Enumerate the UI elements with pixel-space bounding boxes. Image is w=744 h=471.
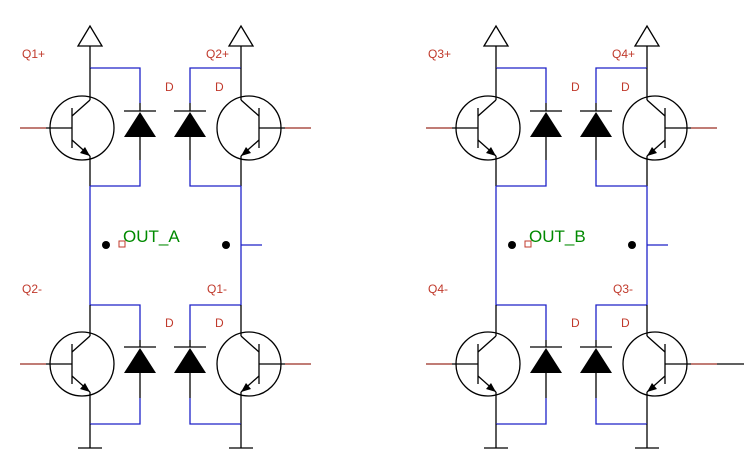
diode-label: D	[215, 316, 224, 330]
power-supply-arrow-icon	[633, 24, 661, 47]
diode-icon	[174, 103, 206, 160]
transistor-label: Q4+	[612, 47, 635, 61]
diode-icon	[124, 103, 156, 160]
diode-icon	[174, 340, 206, 398]
power-supply-arrow-icon	[76, 24, 104, 47]
ground-icon	[78, 424, 102, 449]
diode-icon	[530, 103, 562, 160]
npn-transistor-icon	[20, 305, 115, 424]
diode-icon	[580, 103, 612, 160]
transistor-label: Q3+	[428, 47, 451, 61]
npn-transistor-icon	[216, 68, 311, 186]
ground-icon	[484, 424, 508, 449]
diode-icon	[530, 340, 562, 398]
power-supply-arrow-icon	[482, 24, 510, 47]
junction-dot-icon	[628, 241, 636, 249]
junction-dot-icon	[508, 241, 516, 249]
diode-label: D	[571, 316, 580, 330]
npn-transistor-icon	[426, 68, 521, 186]
transistor-label: Q4-	[428, 282, 448, 296]
npn-transistor-icon	[622, 305, 744, 424]
transistor-label: Q2+	[206, 47, 229, 61]
diode-label: D	[165, 316, 174, 330]
diode-label: D	[571, 80, 580, 94]
bridge-a: Q1+ Q2+ Q2- Q1- D D D D OUT_A	[20, 24, 311, 449]
power-supply-arrow-icon	[227, 24, 255, 47]
junction-dot-icon	[102, 241, 110, 249]
transistor-label: Q1+	[22, 47, 45, 61]
npn-transistor-icon	[622, 68, 717, 186]
junction-dot-icon	[222, 241, 230, 249]
ground-icon	[229, 424, 253, 449]
net-label-out-b: OUT_B	[529, 227, 586, 246]
bridge-b: Q3+ Q4+ Q4- Q3- D D D D OUT_B	[426, 24, 744, 449]
transistor-label: Q1-	[207, 282, 227, 296]
ground-icon	[635, 424, 659, 449]
diode-icon	[580, 340, 612, 398]
npn-transistor-icon	[20, 68, 115, 186]
diode-label: D	[621, 316, 630, 330]
net-label-out-a: OUT_A	[123, 227, 180, 246]
diode-label: D	[621, 80, 630, 94]
diode-icon	[124, 340, 156, 398]
transistor-label: Q3-	[613, 282, 633, 296]
diode-label: D	[165, 80, 174, 94]
diode-label: D	[215, 80, 224, 94]
npn-transistor-icon	[426, 305, 521, 424]
transistor-label: Q2-	[22, 282, 42, 296]
